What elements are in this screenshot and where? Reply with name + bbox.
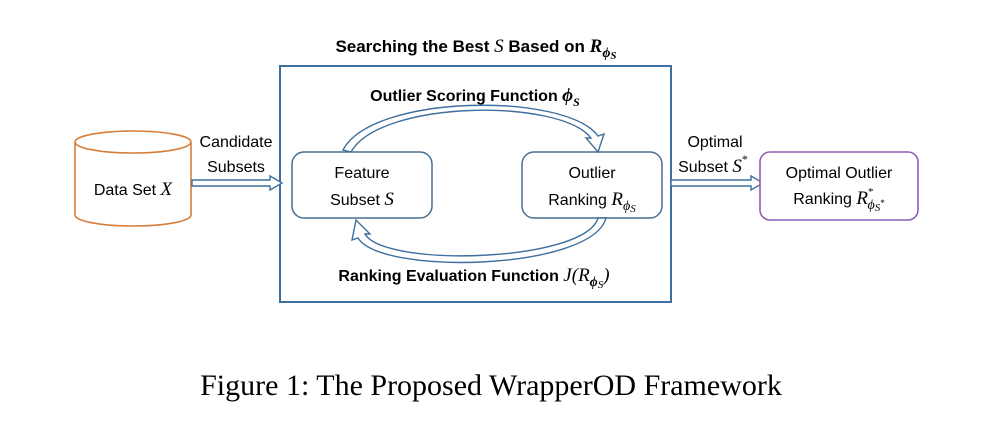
candidate-arrow [191,174,284,192]
scoring-curve-arrow [341,104,606,154]
frame-title: Searching the Best S Based on RϕS [335,36,616,62]
evaluation-function-label: Ranking Evaluation Function J(RϕS) [338,265,609,291]
candidate-subsets-label-2: Subsets [207,159,265,176]
dataset-label: Data Set X [94,179,174,200]
figure-caption: Figure 1: The Proposed WrapperOD Framewo… [200,369,782,402]
optimal-ranking-label: Optimal Outlier [786,165,893,182]
outlier-ranking-label-2: Ranking RϕS [548,189,636,215]
candidate-subsets-label: Candidate [200,134,273,151]
dataset-cylinder [74,130,192,227]
scoring-function-label: Outlier Scoring Function ϕS [370,85,580,109]
optimal-subset-label-2: Subset S* [678,152,748,177]
optimal-ranking-label-2: Ranking R*ϕS* [793,186,885,214]
optimal-ranking-node [759,151,919,221]
feature-subset-label: Feature [334,165,389,182]
optimal-arrow [670,174,765,192]
evaluation-curve-arrow [351,217,607,264]
feature-subset-label-2: Subset S [330,189,394,210]
outlier-ranking-label: Outlier [568,165,616,182]
outlier-ranking-node [521,151,663,219]
feature-subset-node [291,151,433,219]
optimal-subset-label: Optimal [687,134,742,151]
